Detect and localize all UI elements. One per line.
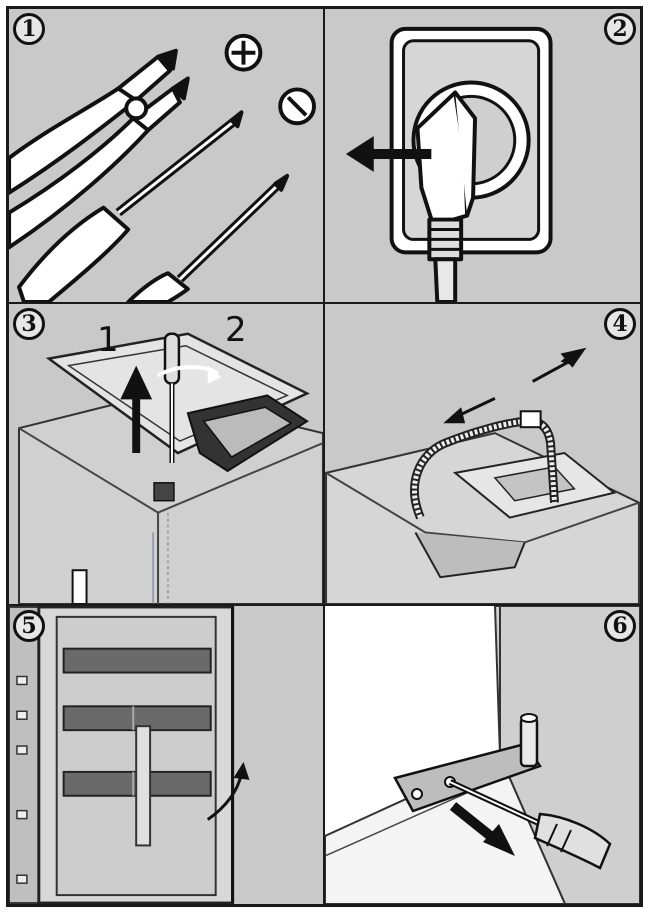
cable-routing-illustration [325,347,640,604]
step-panel-6: 6 [325,606,640,904]
step-panel-4: 4 [325,304,640,606]
plus-icon [224,33,263,72]
step-number: 5 [13,610,45,642]
instruction-sheet: 1 [6,6,643,907]
step-number: 4 [604,308,636,340]
step-panel-2: 2 [325,9,640,304]
screwdriver-icon [17,110,244,302]
sequence-label-1: 1 [97,320,119,360]
step-number: 2 [604,13,636,45]
step-number: 6 [604,610,636,642]
arrow-icon [449,802,515,856]
minus-icon [278,87,316,126]
cover-removal-illustration [17,332,323,604]
arrow-icon [345,136,432,172]
pliers-icon [9,48,190,250]
step-number: 1 [13,13,45,45]
arrow-icon [443,347,587,424]
arrow-icon [206,761,250,821]
step-panel-5: 5 [9,606,325,904]
step-panel-1: 1 [9,9,325,304]
tools-illustration [9,33,316,302]
plug-icon [415,90,478,302]
door-illustration [9,606,250,904]
step-panel-3: 3 1 2 [9,304,325,606]
sequence-label-2: 2 [225,310,247,350]
step-number: 3 [13,308,45,340]
unplug-illustration [345,26,553,302]
hinge-removal-illustration [325,606,640,904]
step-grid: 1 [9,9,640,904]
